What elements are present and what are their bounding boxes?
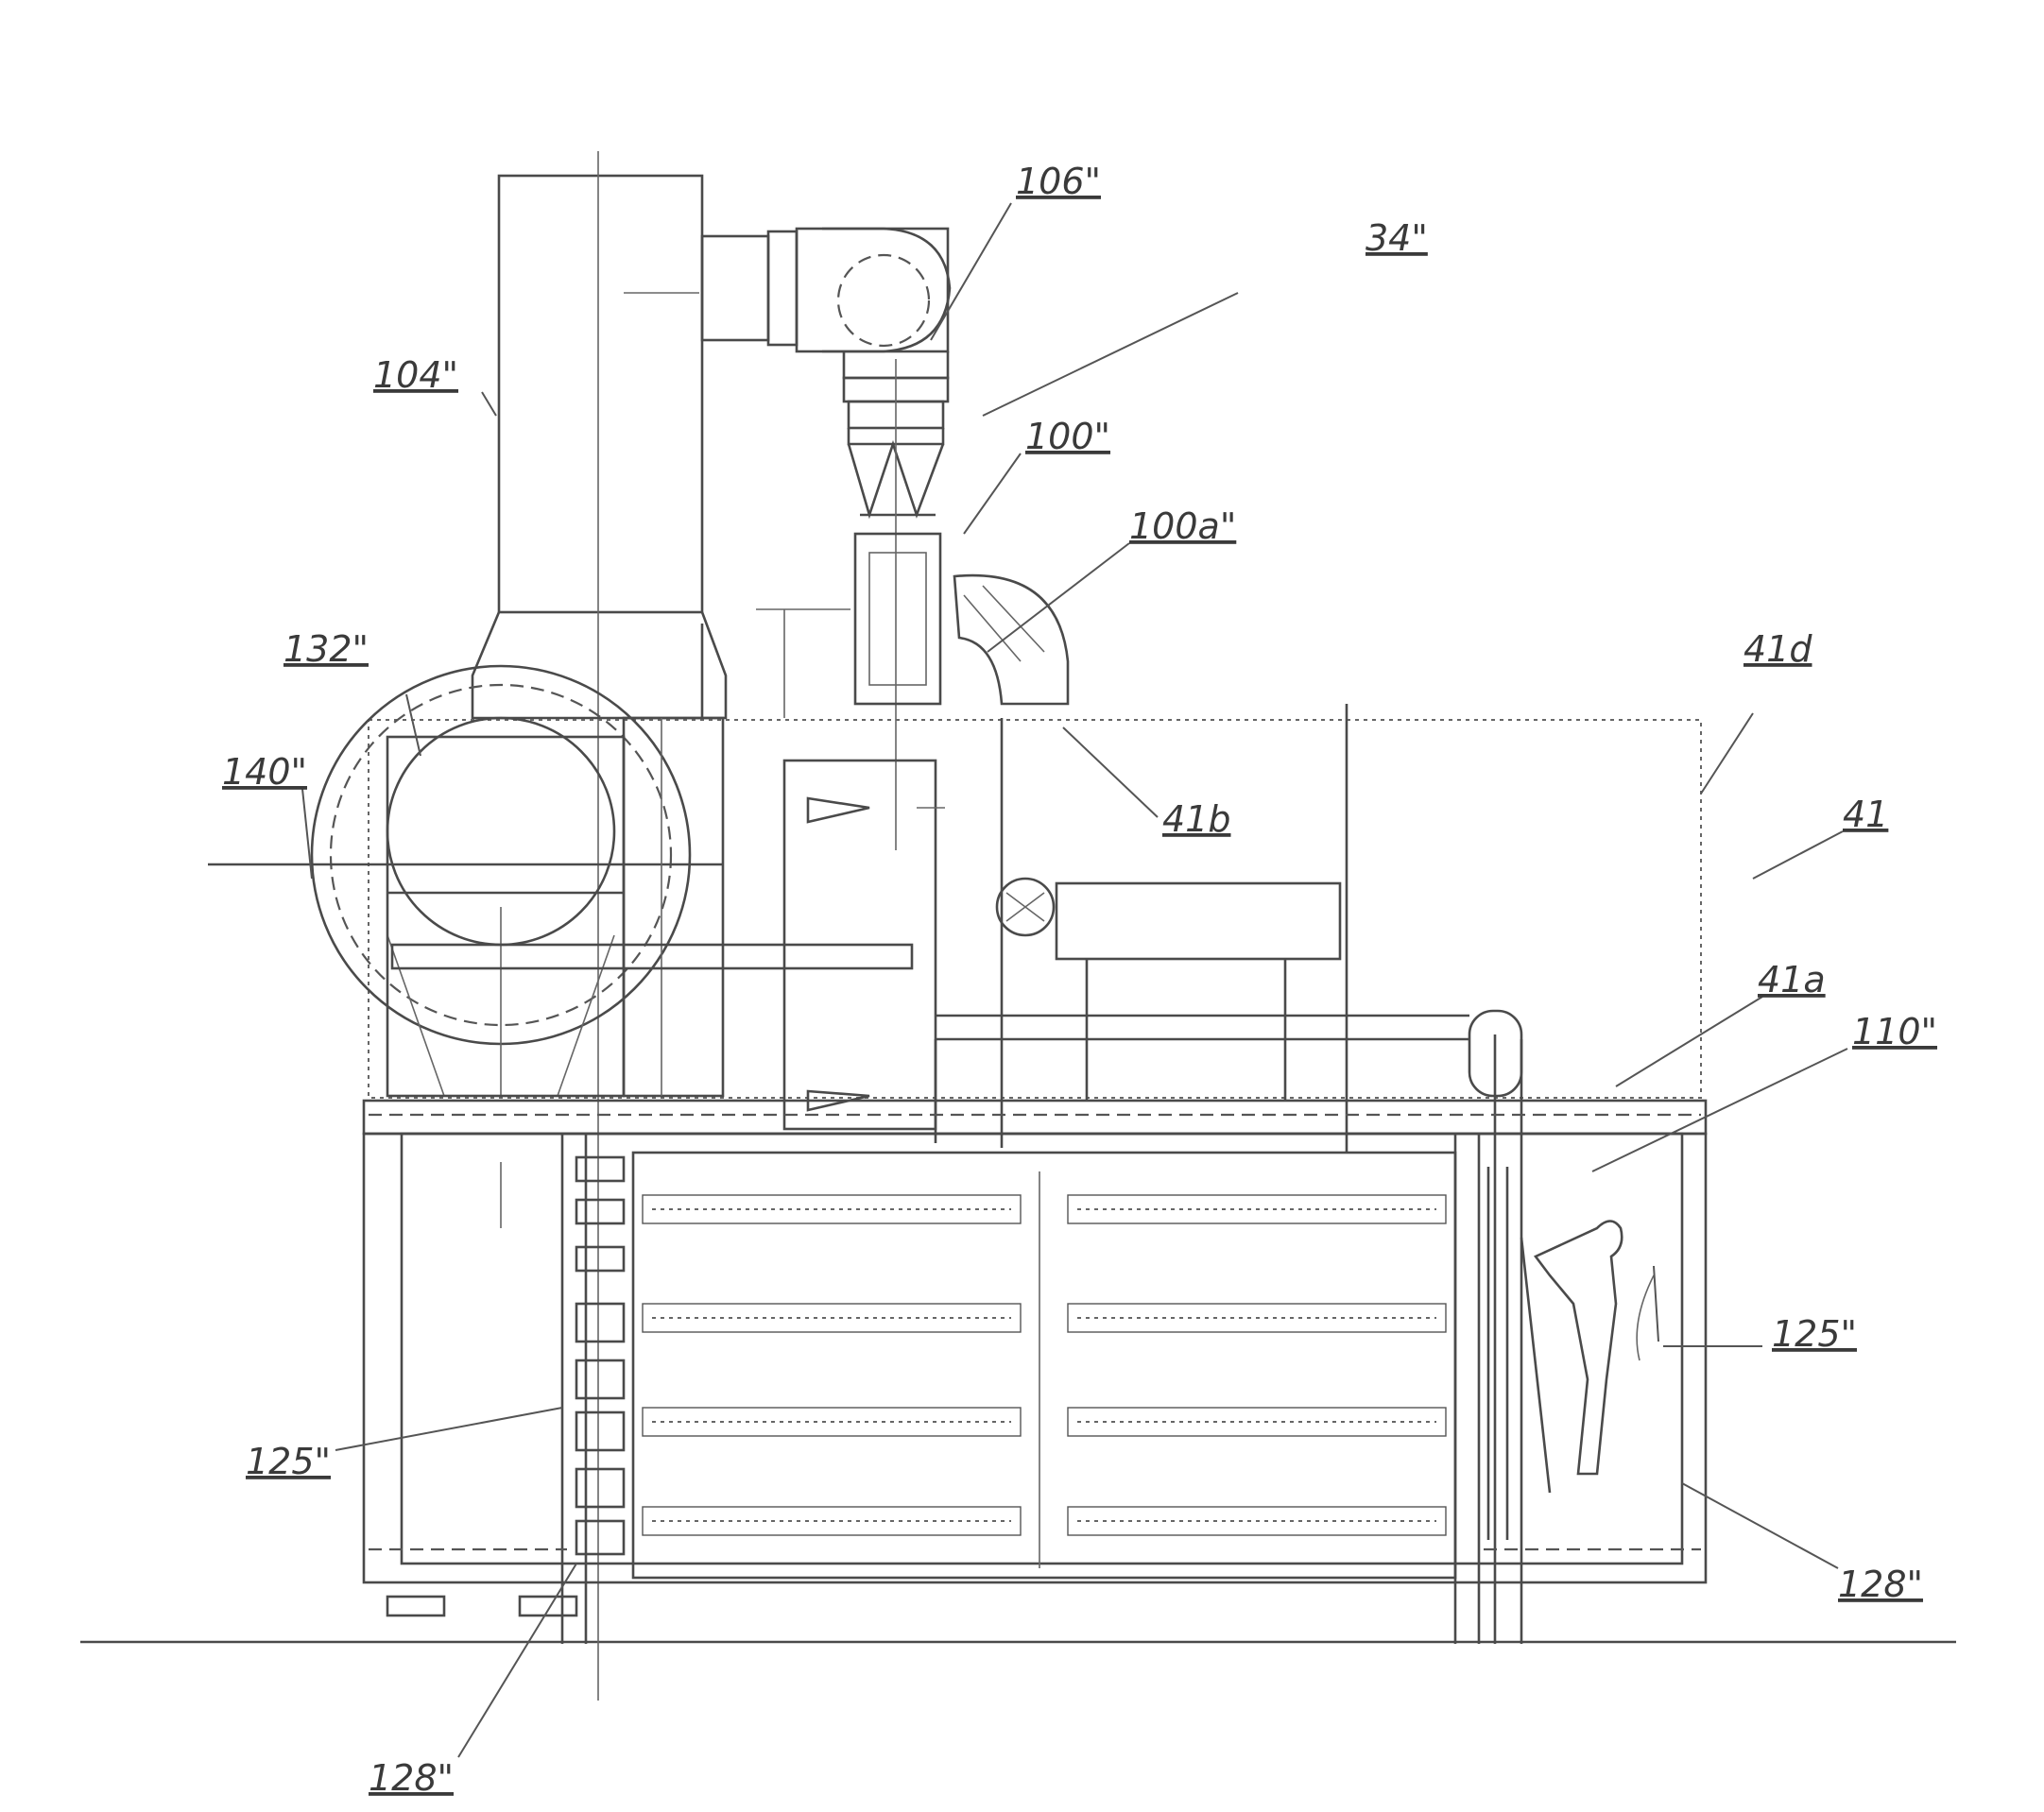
label-110: 110" bbox=[1852, 1011, 1937, 1052]
label-128-right: 128" bbox=[1838, 1564, 1923, 1605]
label-104: 104" bbox=[373, 354, 458, 396]
label-140: 140" bbox=[222, 751, 307, 793]
upper-enclosure bbox=[369, 704, 1701, 1153]
label-100a: 100a" bbox=[1129, 505, 1236, 547]
label-41b: 41b bbox=[1162, 798, 1230, 840]
label-41: 41 bbox=[1843, 794, 1888, 835]
label-34: 34" bbox=[1366, 217, 1428, 259]
circulation-fan bbox=[208, 666, 723, 1096]
stacked-blocks bbox=[387, 1157, 624, 1615]
drying-trays bbox=[643, 1171, 1446, 1568]
label-125-right: 125" bbox=[1772, 1313, 1857, 1355]
ladder-and-operator bbox=[1488, 1167, 1658, 1540]
label-41a: 41a bbox=[1758, 959, 1826, 1000]
label-41d: 41d bbox=[1743, 628, 1812, 670]
label-125-left: 125" bbox=[246, 1441, 331, 1482]
label-106: 106" bbox=[1016, 161, 1101, 202]
label-100: 100" bbox=[1025, 416, 1110, 457]
label-128-left: 128" bbox=[369, 1757, 454, 1799]
lower-chamber bbox=[364, 1101, 1706, 1644]
label-132: 132" bbox=[283, 628, 369, 670]
duct-elbow bbox=[624, 229, 950, 351]
filter-unit bbox=[844, 351, 948, 850]
